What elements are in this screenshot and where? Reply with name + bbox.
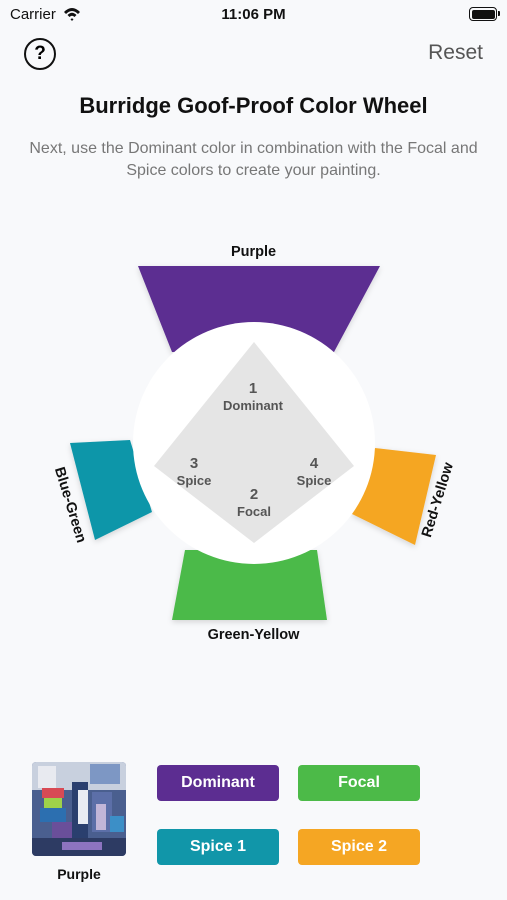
dominant-button[interactable]: Dominant: [157, 765, 279, 801]
segment-purple[interactable]: [138, 266, 380, 352]
clock: 11:06 PM: [221, 6, 286, 23]
help-button[interactable]: ?: [24, 38, 56, 70]
selected-color-name: Purple: [57, 866, 101, 882]
center-spice-3-label: Spice: [176, 473, 212, 488]
center-focal: 2 Focal: [214, 486, 294, 520]
label-green-yellow: Green-Yellow: [207, 627, 300, 643]
center-dominant-number: 1: [248, 380, 258, 397]
center-spice-3-number: 3: [189, 455, 199, 472]
wifi-icon: [64, 8, 80, 21]
segment-red-yellow[interactable]: [352, 448, 436, 545]
center-spice-3: 3 Spice: [159, 455, 229, 489]
segment-green-yellow[interactable]: [172, 550, 327, 620]
status-bar: Carrier 11:06 PM: [0, 0, 507, 30]
color-wheel: Purple Green-Yellow Blue-Green Red-Yello…: [0, 230, 507, 650]
focal-button[interactable]: Focal: [298, 765, 420, 801]
center-spice-4-number: 4: [309, 455, 319, 472]
center-focal-number: 2: [249, 486, 259, 503]
center-spice-4-label: Spice: [296, 473, 332, 488]
painting-image: [32, 762, 126, 856]
carrier-label: Carrier: [10, 6, 56, 23]
segment-blue-green[interactable]: [70, 440, 152, 540]
battery-icon: [469, 7, 500, 21]
color-wheel-graphic: [70, 266, 436, 620]
center-dominant-label: Dominant: [223, 398, 283, 413]
center-spice-4: 4 Spice: [279, 455, 349, 489]
instructions-text: Next, use the Dominant color in combinat…: [29, 140, 478, 179]
spice-2-button[interactable]: Spice 2: [298, 829, 420, 865]
center-focal-label: Focal: [237, 504, 271, 519]
painting-thumbnail[interactable]: [32, 762, 126, 856]
selection-pointer: [154, 342, 354, 543]
reset-button[interactable]: Reset: [428, 41, 483, 64]
spice-1-button[interactable]: Spice 1: [157, 829, 279, 865]
page-title: Burridge Goof-Proof Color Wheel: [79, 93, 428, 118]
label-purple: Purple: [230, 244, 277, 260]
center-dominant: 1 Dominant: [203, 380, 303, 414]
